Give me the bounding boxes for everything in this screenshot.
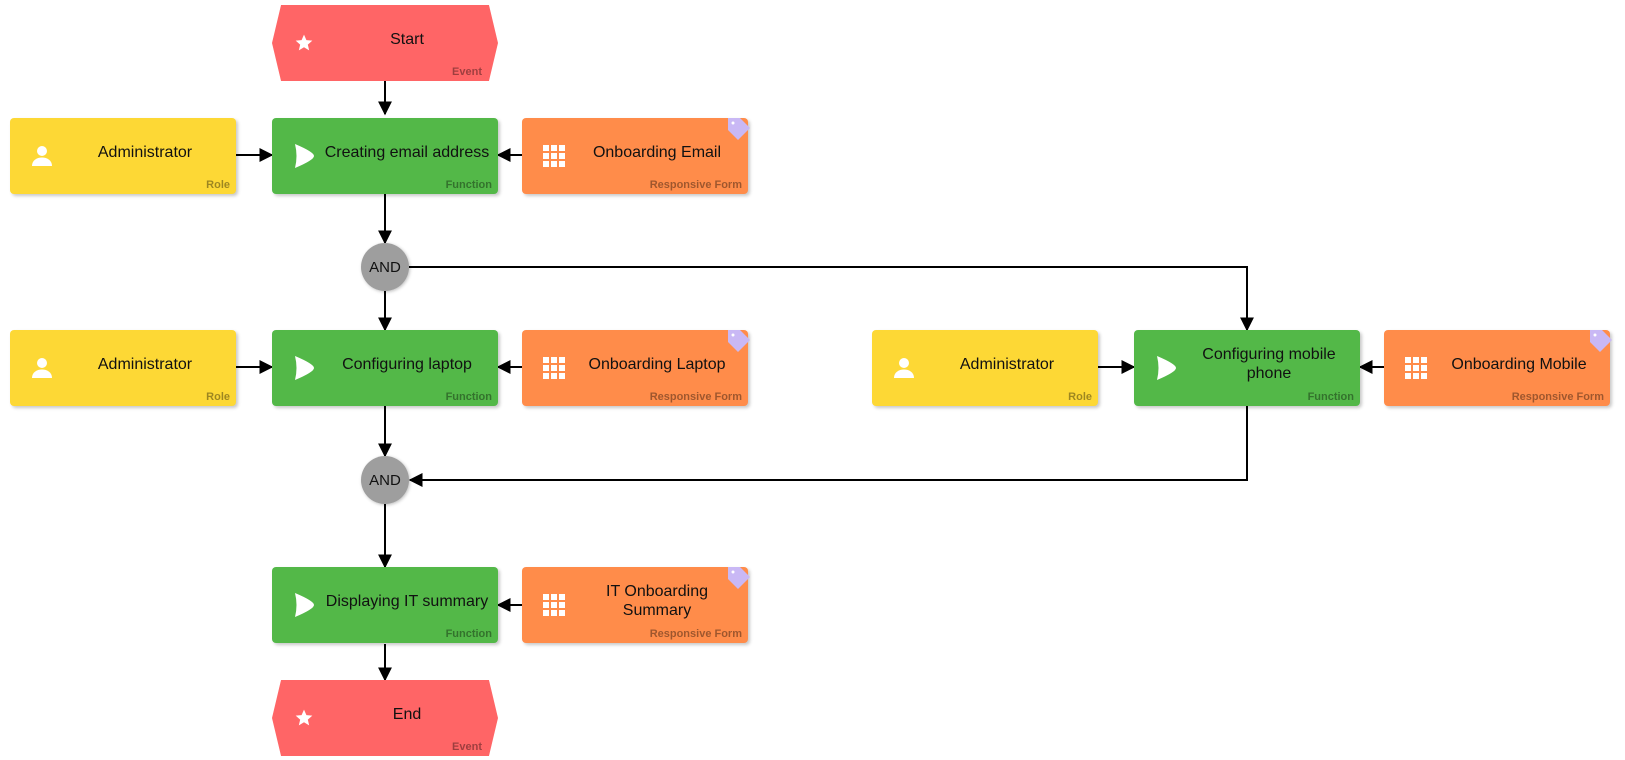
person-icon — [28, 142, 56, 170]
role-type-label: Role — [206, 179, 230, 191]
form-onboarding-email[interactable]: Onboarding Email Responsive Form — [522, 118, 750, 194]
gateway-label: AND — [369, 258, 401, 276]
function-label: Configuring laptop — [342, 355, 472, 373]
event-type-label: Event — [452, 741, 482, 753]
role-label: Administrator — [959, 355, 1055, 373]
role-administrator-mobile[interactable]: Administrator Role — [872, 330, 1098, 406]
tag-icon — [726, 116, 752, 142]
event-type-label: Event — [452, 66, 482, 78]
function-type-label: Function — [1307, 391, 1354, 403]
function-label: Creating email address — [324, 143, 490, 161]
function-creating-email[interactable]: Creating email address Function — [272, 118, 498, 194]
tag-icon — [1588, 328, 1614, 354]
tag-icon — [726, 565, 752, 591]
function-configuring-laptop[interactable]: Configuring laptop Function — [272, 330, 498, 406]
role-type-label: Role — [1068, 391, 1092, 403]
role-administrator-email[interactable]: Administrator Role — [10, 118, 236, 194]
person-icon — [28, 354, 56, 382]
form-onboarding-mobile[interactable]: Onboarding Mobile Responsive Form — [1384, 330, 1612, 406]
edge-configuring-mobile-to-and-join — [408, 406, 1248, 487]
form-type-label: Responsive Form — [1511, 391, 1604, 403]
function-type-label: Function — [445, 391, 492, 403]
form-label: Onboarding Mobile — [1451, 355, 1587, 373]
play-icon — [290, 354, 318, 382]
form-onboarding-laptop[interactable]: Onboarding Laptop Responsive Form — [522, 330, 750, 406]
and-gateway-join[interactable]: AND — [361, 456, 409, 504]
event-label: Start — [390, 30, 424, 48]
end-event[interactable]: End Event — [272, 680, 498, 756]
start-event[interactable]: Start Event — [272, 5, 498, 81]
grid-icon — [540, 142, 568, 170]
person-icon — [890, 354, 918, 382]
grid-icon — [1402, 354, 1430, 382]
play-icon — [290, 591, 318, 619]
role-administrator-laptop[interactable]: Administrator Role — [10, 330, 236, 406]
star-icon — [290, 704, 318, 732]
event-label: End — [392, 705, 422, 723]
function-type-label: Function — [445, 628, 492, 640]
grid-icon — [540, 591, 568, 619]
function-configuring-mobile[interactable]: Configuring mobile phone Function — [1134, 330, 1360, 406]
tag-icon — [726, 328, 752, 354]
and-gateway-split[interactable]: AND — [361, 243, 409, 291]
form-type-label: Responsive Form — [649, 391, 742, 403]
function-label: Configuring mobile phone — [1202, 346, 1336, 382]
star-icon — [290, 29, 318, 57]
gateway-label: AND — [369, 471, 401, 489]
role-label: Administrator — [97, 143, 193, 161]
form-type-label: Responsive Form — [649, 628, 742, 640]
form-it-onboarding-summary[interactable]: IT Onboarding Summary Responsive Form — [522, 567, 750, 643]
form-label: IT Onboarding Summary — [606, 583, 708, 619]
role-type-label: Role — [206, 391, 230, 403]
form-label: Onboarding Email — [592, 143, 722, 161]
play-icon — [1152, 354, 1180, 382]
function-type-label: Function — [445, 179, 492, 191]
edge-and-split-to-configuring-mobile — [409, 266, 1254, 332]
function-displaying-summary[interactable]: Displaying IT summary Function — [272, 567, 498, 643]
form-label: Onboarding Laptop — [588, 355, 726, 373]
function-label: Displaying IT summary — [325, 592, 489, 610]
play-icon — [290, 142, 318, 170]
role-label: Administrator — [97, 355, 193, 373]
form-type-label: Responsive Form — [649, 179, 742, 191]
grid-icon — [540, 354, 568, 382]
